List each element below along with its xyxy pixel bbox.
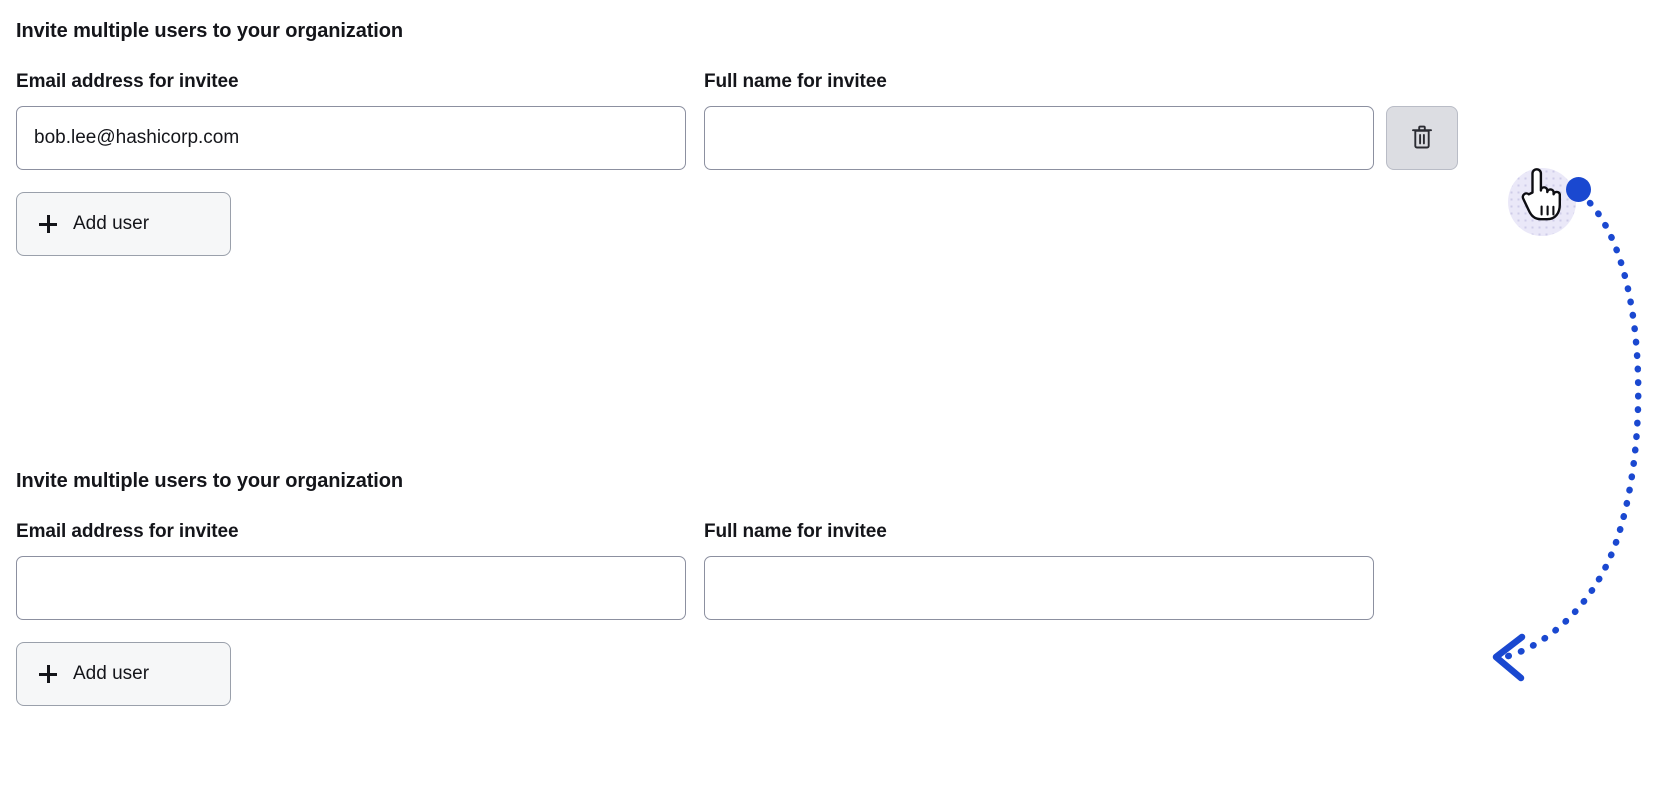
fullname-input[interactable]	[704, 556, 1374, 620]
section-heading: Invite multiple users to your organizati…	[16, 470, 403, 492]
fullname-field-label: Full name for invitee	[704, 521, 887, 542]
fullname-input[interactable]	[704, 106, 1374, 170]
click-target-dot	[1566, 177, 1591, 202]
delete-invitee-button[interactable]	[1386, 106, 1458, 170]
plus-icon	[39, 665, 57, 683]
fields-row: Email address for invitee Full name for …	[16, 520, 1386, 620]
add-user-button-label: Add user	[73, 213, 150, 234]
section-heading: Invite multiple users to your organizati…	[16, 20, 403, 42]
add-user-button[interactable]: Add user	[16, 192, 231, 256]
fields-row: Email address for invitee Full name for …	[16, 70, 1458, 170]
trash-icon	[1410, 124, 1434, 153]
delete-button-slot	[1386, 70, 1458, 170]
email-field-label: Email address for invitee	[16, 71, 239, 92]
invite-form-section-after: Invite multiple users to your organizati…	[16, 468, 1386, 706]
fullname-field-group: Full name for invitee	[704, 70, 1374, 170]
email-field-group: Email address for invitee	[16, 520, 686, 620]
cursor-halo-dots	[1508, 168, 1576, 236]
add-user-button-label: Add user	[73, 663, 150, 684]
plus-icon	[39, 215, 57, 233]
pointing-hand-cursor	[1518, 165, 1564, 228]
email-field-group: Email address for invitee	[16, 70, 686, 170]
fullname-field-label: Full name for invitee	[704, 71, 887, 92]
email-input[interactable]	[16, 556, 686, 620]
email-field-label: Email address for invitee	[16, 521, 239, 542]
invite-form-section-before: Invite multiple users to your organizati…	[16, 18, 1458, 256]
fullname-field-group: Full name for invitee	[704, 520, 1374, 620]
email-input[interactable]	[16, 106, 686, 170]
add-user-button[interactable]: Add user	[16, 642, 231, 706]
cursor-halo	[1508, 168, 1576, 236]
